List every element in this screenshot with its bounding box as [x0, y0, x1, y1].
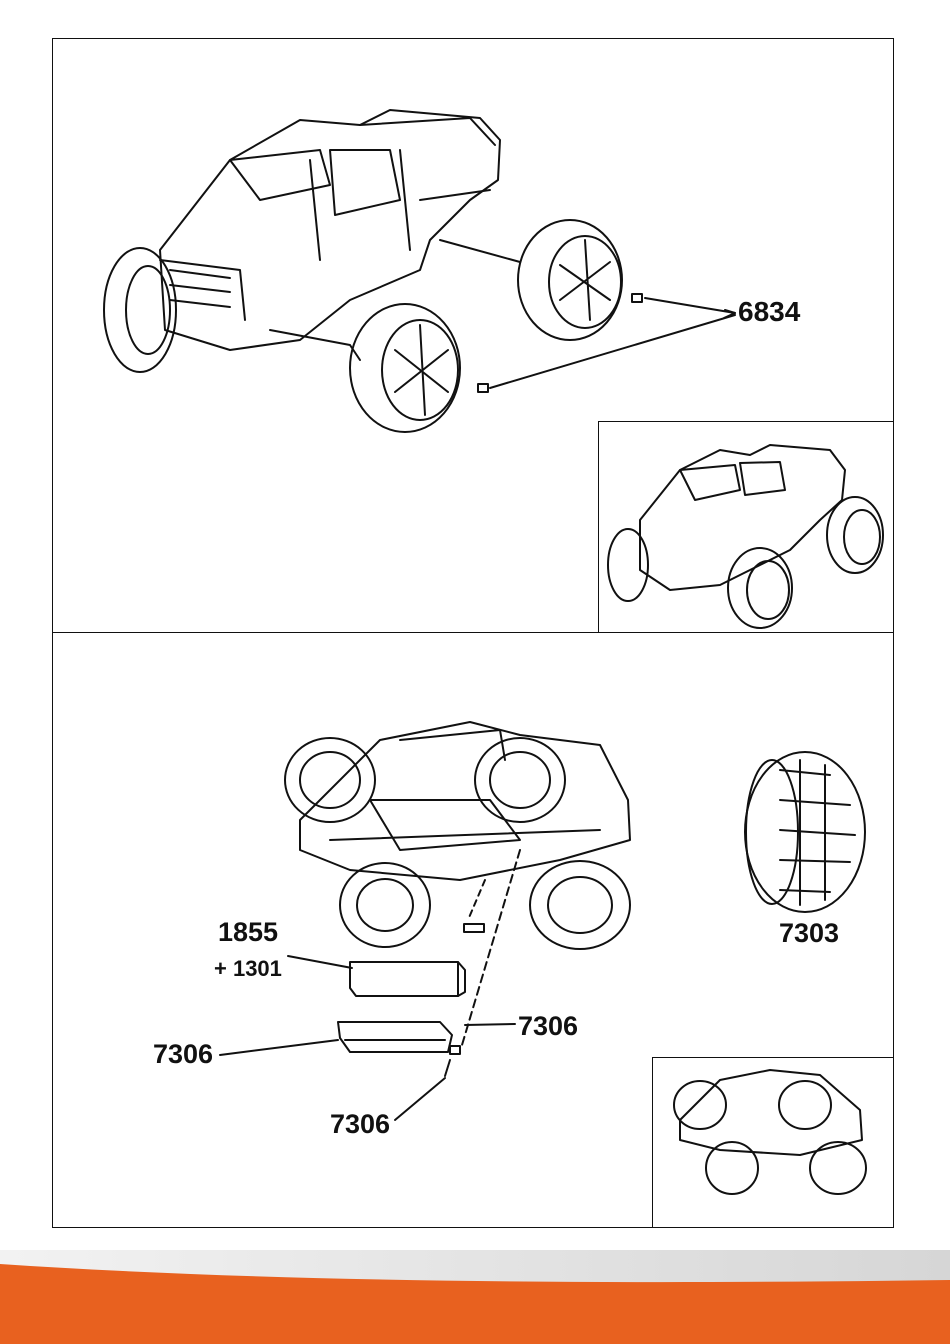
truck-underside-thumbnail — [674, 1070, 866, 1194]
part-label-7306-pin: 7306 — [330, 1111, 390, 1138]
part-label-7303: 7303 — [779, 920, 839, 947]
part-label-7306-cover: 7306 — [153, 1041, 213, 1068]
footer-band — [0, 1250, 950, 1344]
part-label-1855: 1855 — [218, 919, 278, 946]
part-label-6834: 6834 — [738, 298, 800, 326]
part-label-1301: + 1301 — [214, 958, 282, 980]
truck-thumbnail — [608, 445, 883, 628]
part-label-7306-clip: 7306 — [518, 1013, 578, 1040]
